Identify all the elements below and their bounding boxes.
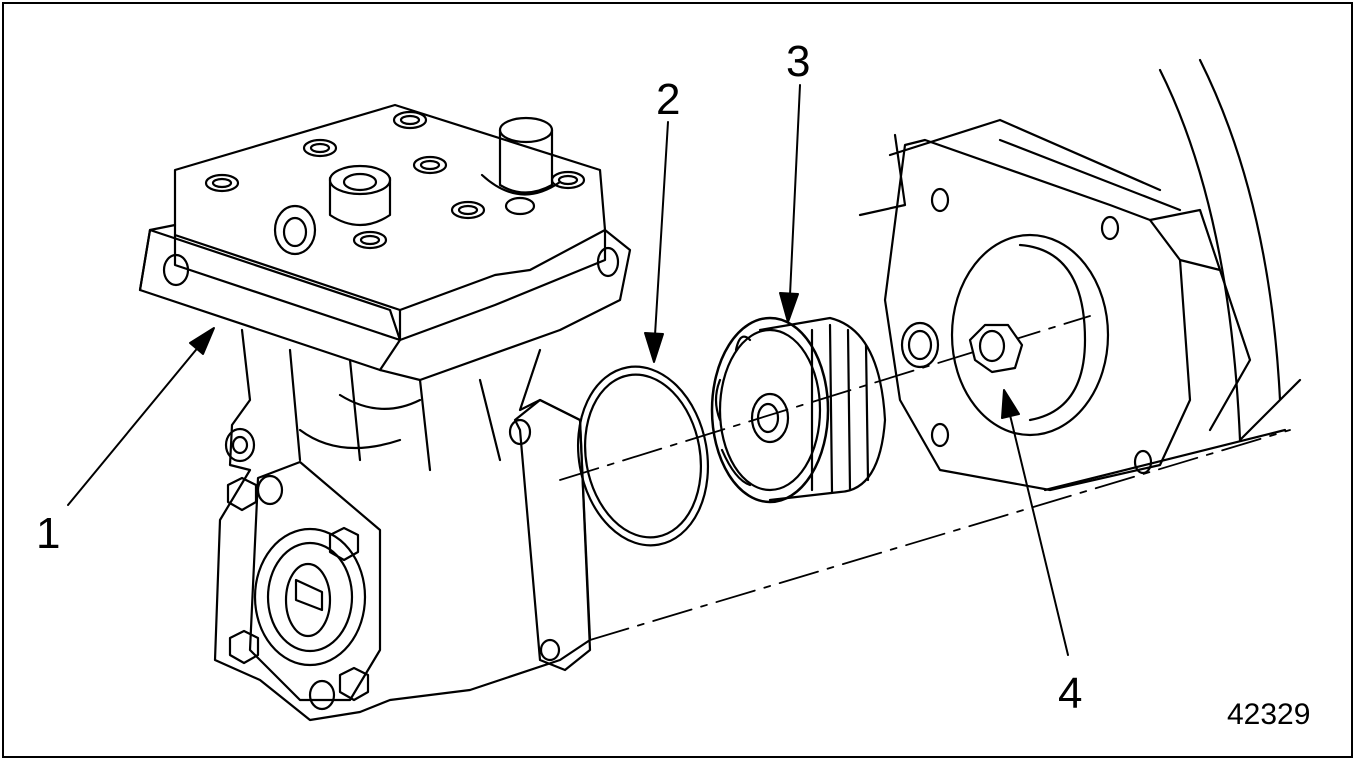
figure-number: 42329 [1227, 698, 1311, 731]
drive-gear [710, 316, 887, 504]
callout-1: 1 [36, 509, 61, 558]
seal-ring [576, 365, 710, 547]
engine-housing [858, 58, 1302, 492]
callout-3: 3 [786, 37, 811, 86]
callout-4: 4 [1058, 669, 1083, 718]
compressor-bolts [226, 476, 370, 702]
leader-lines [67, 84, 1069, 656]
center-line [559, 315, 1291, 641]
callout-2: 2 [656, 75, 681, 124]
air-compressor [138, 103, 632, 722]
